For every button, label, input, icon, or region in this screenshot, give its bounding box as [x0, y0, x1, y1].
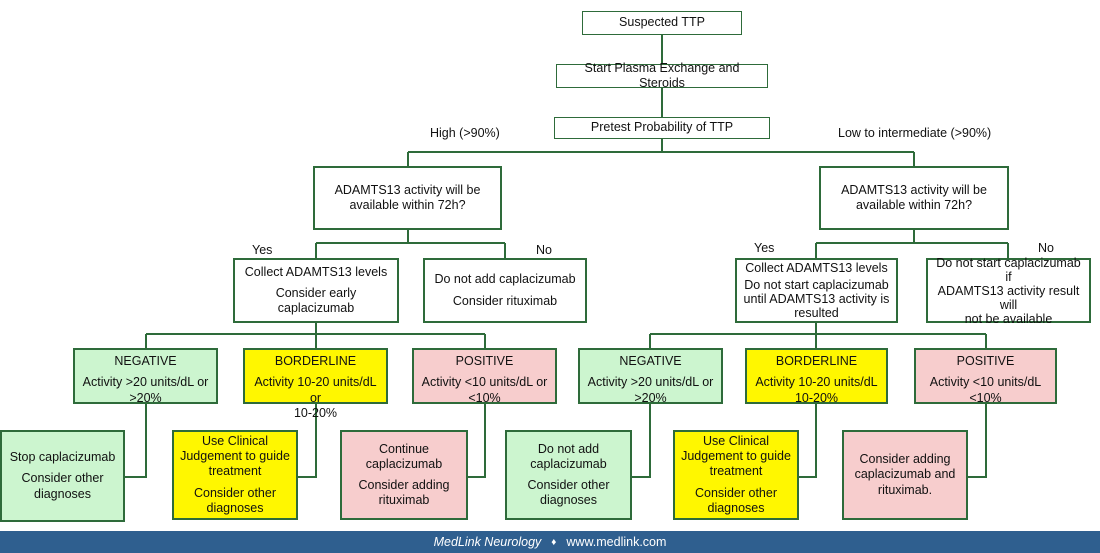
node-text: available within 72h?: [855, 198, 973, 212]
node-text: Pretest Probability of TTP: [590, 120, 734, 135]
node-text: Consider adding: [859, 452, 951, 467]
connector-l-neg-out: [125, 404, 147, 478]
node-text: Consider adding: [358, 478, 450, 492]
result-text: Activity 10-20 units/dL or: [254, 375, 377, 405]
node-text: resulted: [794, 306, 839, 320]
node-text: until ADAMTS13 activity is: [743, 292, 890, 306]
node-text: Use Clinical: [703, 433, 769, 448]
result-text: <10%: [468, 390, 501, 405]
result-title: NEGATIVE: [619, 354, 682, 368]
connector-r-pos-out: [968, 404, 987, 478]
node-text: diagnoses: [707, 500, 765, 515]
node-right-negative: NEGATIVE Activity >20 units/dL or >20%: [578, 348, 723, 405]
result-text: >20%: [634, 390, 667, 405]
connector-l-bord-out: [298, 404, 317, 478]
node-right-positive-outcome: Consider adding caplacizumab and rituxim…: [842, 430, 968, 520]
node-text: Do not add caplacizumab: [434, 272, 576, 287]
footer-brand: MedLink Neurology: [433, 535, 542, 549]
connector-r-bord-out: [799, 404, 817, 478]
result-text: <10%: [969, 390, 1002, 405]
node-right-yes: Collect ADAMTS13 levels Do not start cap…: [735, 258, 898, 323]
node-text: Start Plasma Exchange and Steroids: [584, 60, 740, 90]
node-text: Continue: [378, 441, 430, 456]
result-text: 10-20%: [794, 390, 839, 405]
flowchart: Suspected TTP Start Plasma Exchange and …: [0, 11, 1091, 522]
node-text: Do not add: [537, 441, 600, 456]
node-left-yes: Collect ADAMTS13 levels Consider early c…: [233, 258, 399, 323]
node-left-negative: NEGATIVE Activity >20 units/dL or >20%: [73, 348, 218, 405]
node-right-question: ADAMTS13 activity will be available with…: [819, 166, 1009, 230]
label-high: High (>90%): [430, 126, 500, 140]
node-text: ADAMTS13 activity will be: [334, 182, 481, 197]
result-text: Activity >20 units/dL or: [587, 375, 714, 390]
node-text: Consider rituximab: [452, 293, 558, 308]
result-text: Activity <10 units/dL or: [421, 375, 548, 390]
node-text: diagnoses: [540, 493, 597, 508]
node-left-borderline-outcome: Use Clinical Judgement to guide treatmen…: [172, 430, 298, 520]
node-pretest: Pretest Probability of TTP: [554, 117, 770, 139]
node-text: diagnoses: [34, 486, 91, 501]
node-text: caplacizumab and: [854, 467, 956, 482]
node-text: diagnoses: [206, 500, 264, 515]
node-text: Consider other: [194, 485, 276, 500]
node-text: Do not start caplacizumab if: [936, 255, 1081, 284]
node-suspected-ttp: Suspected TTP: [582, 11, 742, 35]
result-title: POSITIVE: [455, 354, 514, 368]
result-text: Activity <10 units/dL: [929, 375, 1042, 390]
result-title: BORDERLINE: [775, 354, 858, 368]
node-text: Collect ADAMTS13 levels: [745, 261, 888, 275]
node-text: Stop caplacizumab: [9, 450, 116, 465]
connector-r-neg-out: [632, 404, 651, 478]
node-start-plasma: Start Plasma Exchange and Steroids: [556, 61, 768, 90]
diamond-separator-icon: ♦: [551, 536, 557, 548]
node-right-positive: POSITIVE Activity <10 units/dL <10%: [914, 348, 1057, 405]
connector-lines: [125, 35, 1009, 478]
label-right-no: No: [1038, 241, 1054, 255]
result-title: POSITIVE: [956, 354, 1015, 368]
result-title: BORDERLINE: [274, 354, 357, 368]
result-text: 10-20%: [293, 405, 338, 420]
footer-url[interactable]: www.medlink.com: [566, 535, 667, 549]
node-text: not be available: [964, 311, 1053, 326]
footer-bar: MedLink Neurology ♦ www.medlink.com: [0, 531, 1100, 553]
node-text: Consider other: [527, 478, 610, 492]
node-text: ADAMTS13 activity will be: [841, 182, 987, 197]
node-right-negative-outcome: Do not add caplacizumab Consider other d…: [505, 430, 632, 520]
label-left-yes: Yes: [252, 243, 273, 257]
label-low: Low to intermediate (>90%): [838, 126, 992, 140]
label-left-no: No: [536, 243, 552, 257]
node-text: caplacizumab: [365, 456, 443, 471]
node-text: Consider other: [21, 471, 104, 486]
node-text: Consider other: [695, 485, 777, 500]
node-text: Use Clinical: [202, 433, 268, 448]
node-text: Do not start caplacizumab: [744, 278, 889, 292]
node-left-negative-outcome: Stop caplacizumab Consider other diagnos…: [0, 430, 125, 522]
node-text: caplacizumab: [530, 456, 607, 471]
node-text: rituximab: [378, 493, 430, 508]
node-text: Judgement to guide: [180, 449, 290, 464]
node-left-positive-outcome: Continue caplacizumab Consider adding ri…: [340, 430, 468, 520]
node-left-no: Do not add caplacizumab Consider rituxim…: [423, 258, 587, 323]
node-right-no: Do not start caplacizumab if ADAMTS13 ac…: [926, 255, 1091, 326]
node-text: Suspected TTP: [619, 15, 705, 30]
result-title: NEGATIVE: [114, 354, 177, 368]
node-text: available within 72h?: [349, 198, 466, 212]
label-right-yes: Yes: [754, 241, 775, 255]
node-text: rituximab.: [877, 482, 933, 497]
node-right-borderline-outcome: Use Clinical Judgement to guide treatmen…: [673, 430, 799, 520]
connector-l-pos-out: [468, 404, 486, 478]
node-text: Collect ADAMTS13 levels: [244, 264, 388, 279]
node-text: ADAMTS13 activity result will: [937, 283, 1080, 312]
node-left-positive: POSITIVE Activity <10 units/dL or <10%: [412, 348, 557, 405]
result-text: >20%: [129, 390, 162, 405]
node-left-question: ADAMTS13 activity will be available with…: [313, 166, 502, 230]
node-text: treatment: [709, 464, 763, 479]
result-text: Activity >20 units/dL or: [82, 375, 209, 390]
node-left-borderline: BORDERLINE Activity 10-20 units/dL or 10…: [243, 348, 388, 420]
node-text: Judgement to guide: [681, 449, 791, 464]
result-text: Activity 10-20 units/dL: [755, 375, 878, 390]
node-text: Consider early caplacizumab: [275, 285, 357, 316]
node-text: treatment: [208, 464, 262, 479]
node-right-borderline: BORDERLINE Activity 10-20 units/dL 10-20…: [745, 348, 888, 405]
